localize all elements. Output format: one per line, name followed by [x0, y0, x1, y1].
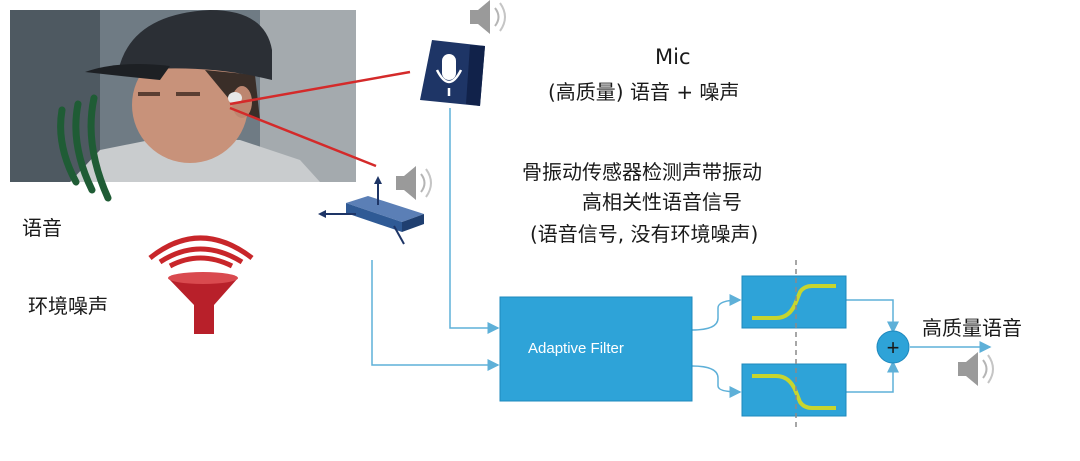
voice-label: 语音	[22, 216, 62, 240]
summer-node	[876, 330, 910, 364]
adaptive-filter-block	[499, 296, 693, 402]
bone-vibration-sensor-icon	[318, 176, 424, 245]
mic-subtitle: (高质量) 语音 + 噪声	[548, 80, 740, 104]
mic-title: Mic	[655, 45, 691, 69]
low-pass-filter-block	[741, 363, 847, 417]
adaptive-filter-label: Adaptive Filter	[528, 340, 624, 357]
noise-funnel-icon	[148, 235, 254, 334]
person-photo	[10, 10, 356, 182]
sensor-description-line2: 高相关性语音信号	[582, 190, 742, 214]
voice-wave-icon	[57, 94, 112, 202]
summer-symbol: +	[887, 335, 900, 360]
output-label: 高质量语音	[922, 316, 1022, 340]
speaker-icon	[396, 166, 432, 200]
sensor-description-line3: (语音信号, 没有环境噪声)	[530, 222, 759, 246]
ambient-noise-label: 环境噪声	[28, 294, 108, 318]
high-pass-filter-block	[741, 275, 847, 329]
speaker-icon	[470, 0, 506, 34]
microphone-icon	[420, 40, 485, 106]
speaker-icon	[958, 352, 994, 386]
sensor-description-line1: 骨振动传感器检测声带振动	[522, 160, 762, 184]
